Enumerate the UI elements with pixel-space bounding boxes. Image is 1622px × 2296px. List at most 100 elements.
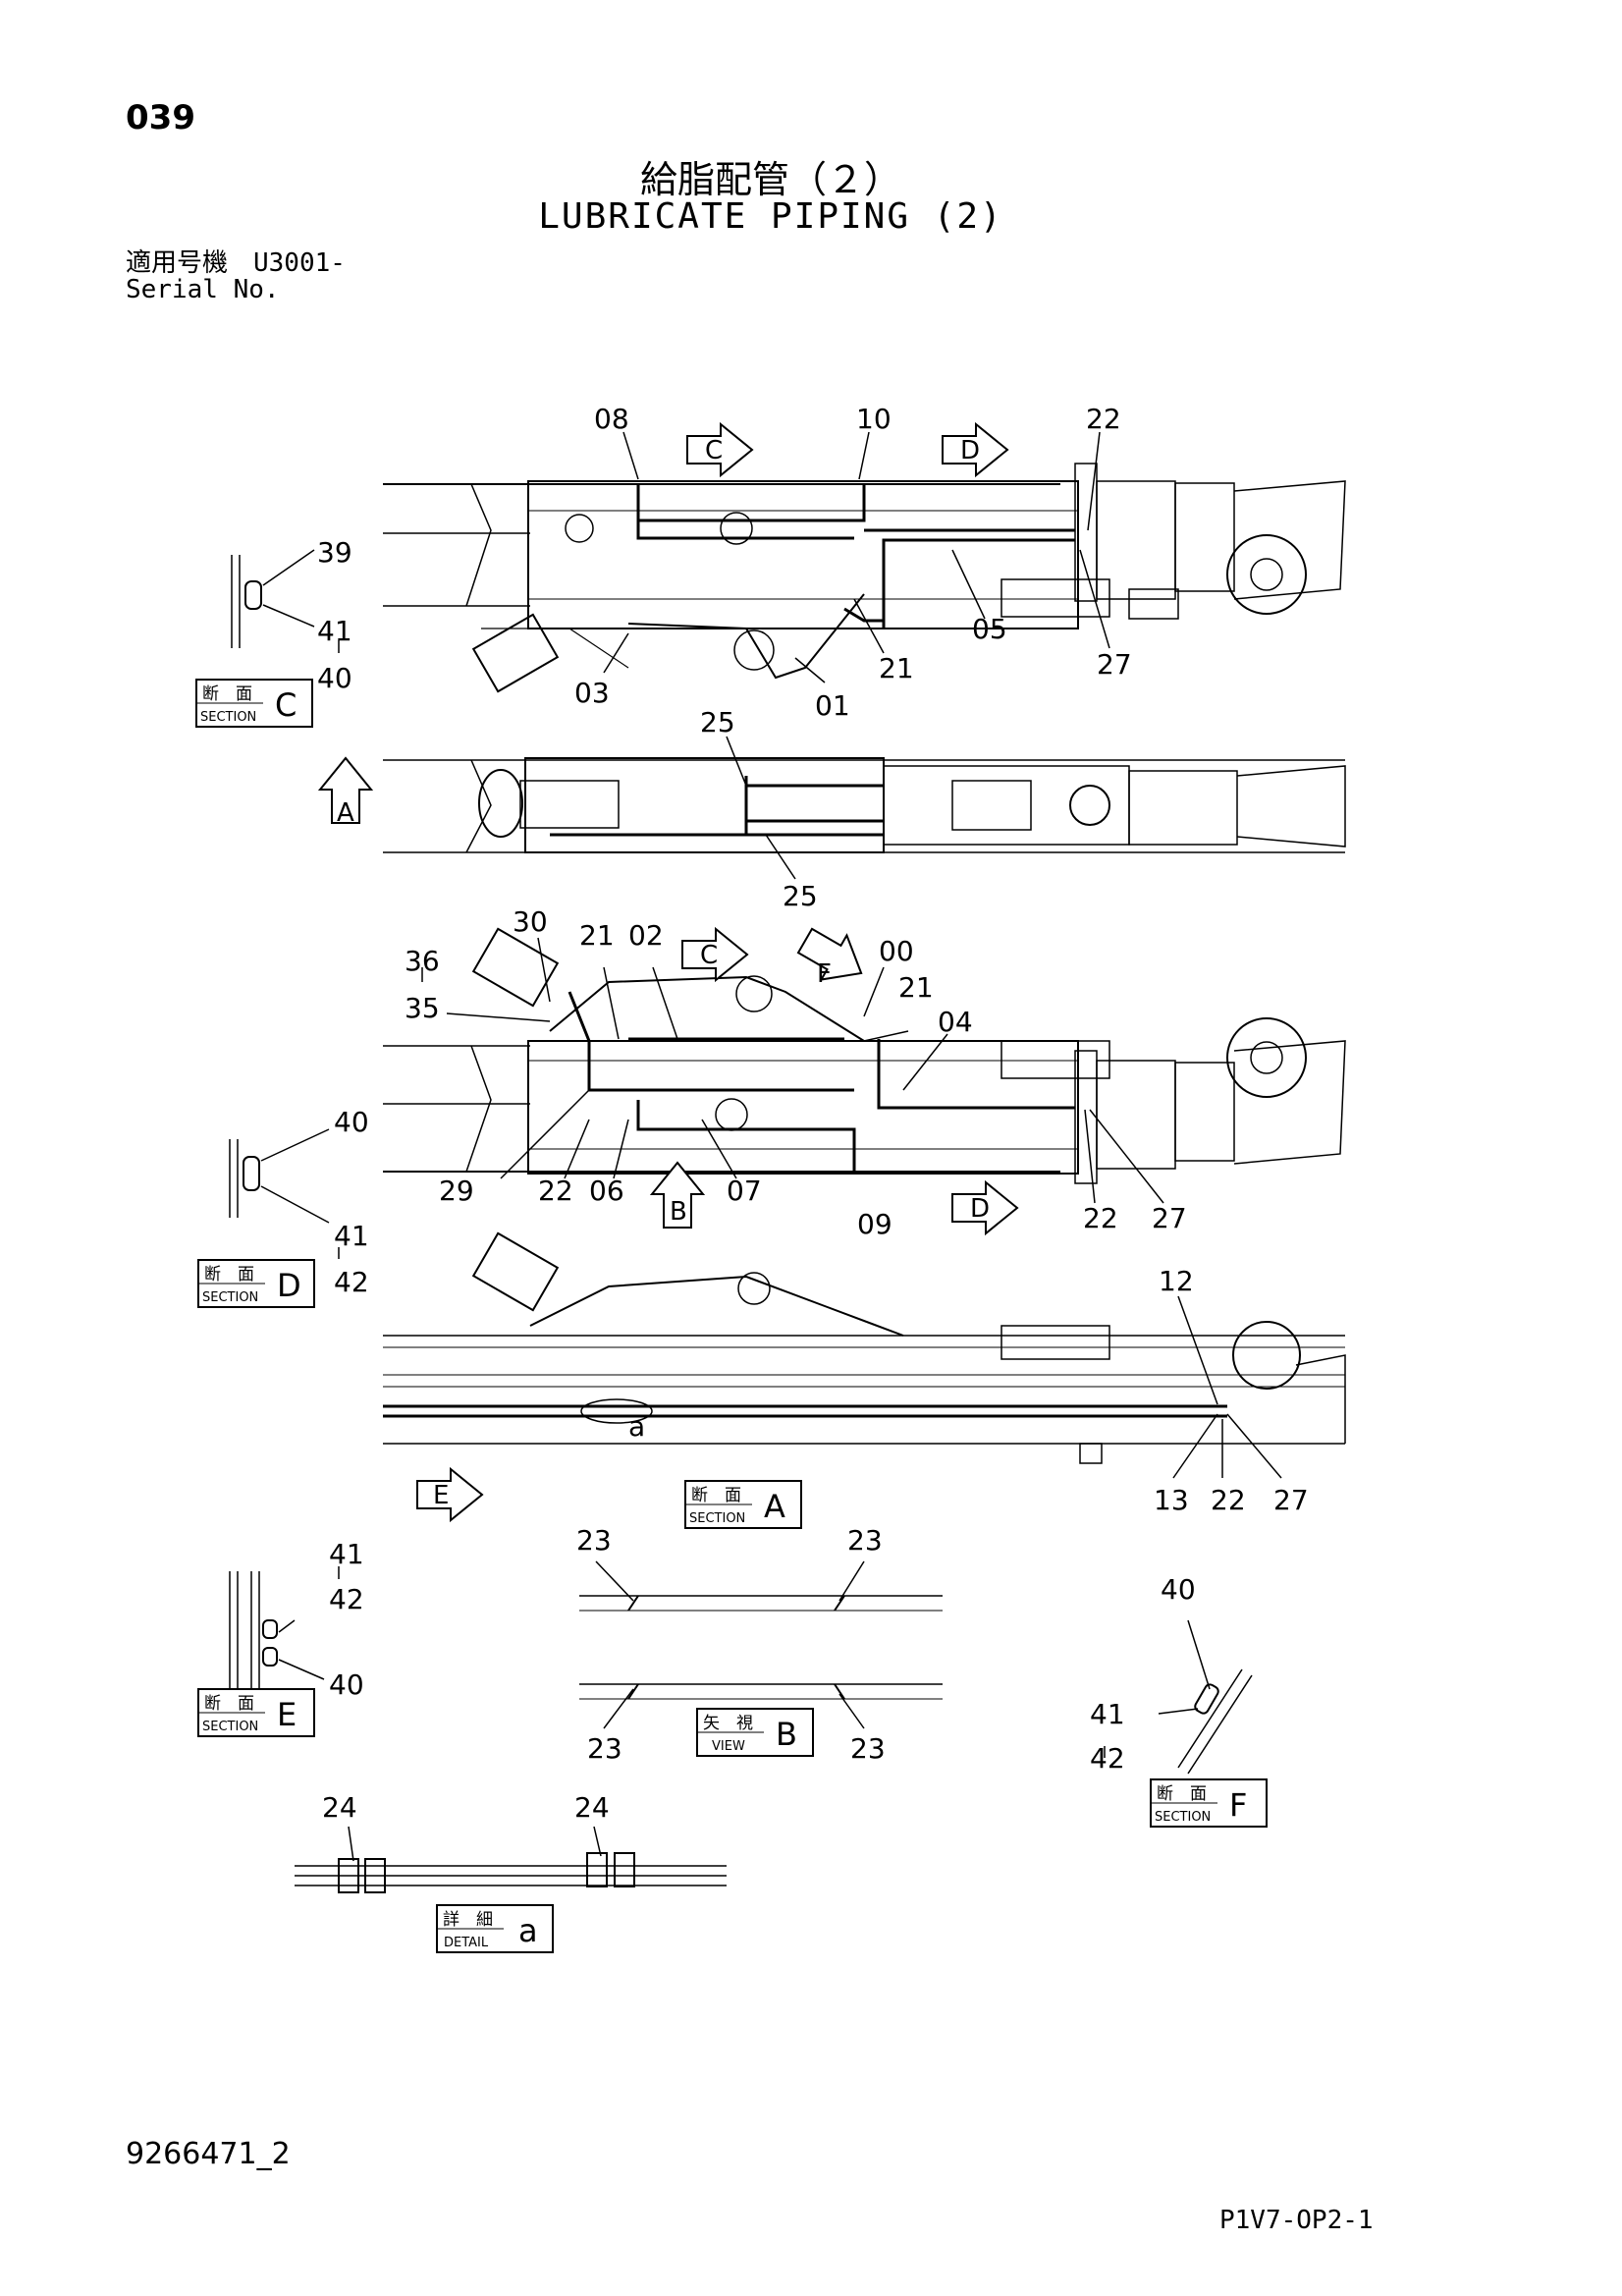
view-arrow-letters: C D A C F B D E bbox=[337, 436, 990, 1510]
callout-30: 30 bbox=[513, 905, 548, 938]
detail-label-en: DETAIL bbox=[444, 1936, 489, 1950]
view-4-boom-lower bbox=[383, 1231, 1346, 1464]
label-box-view-b: 矢 視 VIEW B bbox=[696, 1708, 814, 1757]
callout-05: 05 bbox=[972, 613, 1007, 645]
callout-numbers: 08 10 22 05 27 21 01 03 39 41 40 25 25 3… bbox=[317, 403, 1309, 1824]
section-label-en: SECTION bbox=[200, 710, 256, 725]
document-id: 9266471_2 bbox=[126, 2137, 291, 2171]
callout-21: 21 bbox=[879, 652, 914, 684]
callout-36: 36 bbox=[405, 945, 440, 977]
leader-lines bbox=[338, 431, 1282, 1862]
label-box-section-e: 断 面 SECTION E bbox=[197, 1688, 315, 1737]
sheet-id: P1V7-OP2-1 bbox=[1219, 2206, 1374, 2235]
section-label-jp: 断 面 bbox=[691, 1486, 741, 1505]
arrow-letter-a: A bbox=[337, 798, 354, 828]
label-box-section-c: 断 面 SECTION C bbox=[195, 679, 313, 728]
callout-41-d: 41 bbox=[1090, 1698, 1125, 1730]
serial-number-block: 適用号機 U3001- Serial No. bbox=[126, 250, 346, 303]
detail-letter-a: a bbox=[518, 1912, 538, 1949]
callout-21-b: 21 bbox=[579, 919, 615, 952]
callout-39: 39 bbox=[317, 536, 352, 569]
label-box-section-a: 断 面 SECTION A bbox=[684, 1480, 802, 1529]
label-box-section-f: 断 面 SECTION F bbox=[1150, 1778, 1268, 1828]
serial-label-en: Serial No. bbox=[126, 275, 280, 304]
label-box-detail-a: 詳 細 DETAIL a bbox=[436, 1904, 554, 1953]
arrow-letter-d-2: D bbox=[970, 1194, 990, 1224]
view-arrow-f bbox=[791, 917, 876, 997]
callout-42-b: 42 bbox=[329, 1583, 364, 1615]
view-b-detail bbox=[579, 1595, 943, 1700]
callout-03: 03 bbox=[574, 677, 610, 709]
callout-08: 08 bbox=[594, 403, 629, 435]
callout-24: 24 bbox=[322, 1791, 357, 1824]
serial-label-jp: 適用号機 U3001- bbox=[126, 248, 346, 278]
page-number: 039 bbox=[126, 98, 195, 137]
view-arrow-e bbox=[416, 1468, 483, 1521]
callout-42: 42 bbox=[334, 1266, 369, 1298]
section-f-detail bbox=[1158, 1668, 1253, 1775]
callout-40: 40 bbox=[317, 662, 352, 694]
view-2-boom-plan bbox=[383, 757, 1346, 853]
callout-23-b: 23 bbox=[847, 1524, 883, 1557]
section-label-jp: 断 面 bbox=[202, 684, 252, 704]
arrow-letter-b: B bbox=[670, 1197, 687, 1227]
section-letter-d: D bbox=[277, 1267, 301, 1304]
view-label-en: VIEW bbox=[712, 1739, 745, 1754]
section-d-detail bbox=[229, 1128, 330, 1224]
callout-02: 02 bbox=[628, 919, 664, 952]
section-e-detail bbox=[229, 1571, 325, 1689]
detail-label-jp: 詳 細 bbox=[443, 1910, 493, 1930]
callout-13: 13 bbox=[1154, 1484, 1189, 1516]
arrow-letter-e: E bbox=[433, 1481, 449, 1510]
callout-22-c: 22 bbox=[1083, 1202, 1118, 1234]
callout-40-d: 40 bbox=[1161, 1573, 1196, 1606]
callout-35: 35 bbox=[405, 992, 440, 1024]
callout-22: 22 bbox=[1086, 403, 1121, 435]
callout-25-b: 25 bbox=[783, 880, 818, 912]
callout-40-b: 40 bbox=[334, 1106, 369, 1138]
callout-23-c: 23 bbox=[587, 1732, 622, 1765]
section-label-en: SECTION bbox=[1155, 1810, 1211, 1825]
callout-40-c: 40 bbox=[329, 1668, 364, 1701]
section-label-en: SECTION bbox=[689, 1511, 745, 1526]
callout-27-b: 27 bbox=[1152, 1202, 1187, 1234]
callout-04: 04 bbox=[938, 1006, 973, 1038]
arrow-letter-c-2: C bbox=[700, 941, 718, 970]
callout-01: 01 bbox=[815, 689, 850, 722]
callout-42-c: 42 bbox=[1090, 1742, 1125, 1775]
section-letter-f: F bbox=[1229, 1786, 1247, 1824]
section-letter-e: E bbox=[277, 1696, 297, 1733]
callout-41: 41 bbox=[317, 615, 352, 647]
section-letter-a: A bbox=[764, 1488, 785, 1525]
arrow-letter-f: F bbox=[817, 959, 832, 989]
callout-41-b: 41 bbox=[334, 1220, 369, 1252]
callout-23: 23 bbox=[576, 1524, 612, 1557]
detail-a bbox=[295, 1852, 727, 1893]
callout-a: a bbox=[628, 1410, 645, 1443]
callout-27-c: 27 bbox=[1273, 1484, 1309, 1516]
arrow-letter-d: D bbox=[960, 436, 980, 465]
callout-25: 25 bbox=[700, 706, 735, 738]
view-letter-b: B bbox=[776, 1716, 797, 1753]
title-japanese: 給脂配管（２） bbox=[639, 158, 901, 201]
callout-22-d: 22 bbox=[1211, 1484, 1246, 1516]
callout-24-b: 24 bbox=[574, 1791, 610, 1824]
section-label-en: SECTION bbox=[202, 1720, 258, 1734]
callout-07: 07 bbox=[727, 1175, 762, 1207]
title-english: LUBRICATE PIPING (2) bbox=[538, 196, 1003, 237]
label-box-section-d: 断 面 SECTION D bbox=[197, 1259, 315, 1308]
callout-29: 29 bbox=[439, 1175, 474, 1207]
callout-00: 00 bbox=[879, 935, 914, 967]
section-label-jp: 断 面 bbox=[204, 1265, 254, 1285]
view-1-boom-side bbox=[383, 463, 1346, 693]
callout-12: 12 bbox=[1159, 1265, 1194, 1297]
section-label-jp: 断 面 bbox=[1157, 1784, 1207, 1804]
callout-21-c: 21 bbox=[898, 971, 934, 1004]
callout-09: 09 bbox=[857, 1208, 892, 1240]
section-c-detail bbox=[231, 549, 315, 648]
section-letter-c: C bbox=[275, 686, 297, 724]
view-3-boom-side bbox=[383, 927, 1346, 1184]
callout-41-c: 41 bbox=[329, 1538, 364, 1570]
section-label-jp: 断 面 bbox=[204, 1694, 254, 1714]
